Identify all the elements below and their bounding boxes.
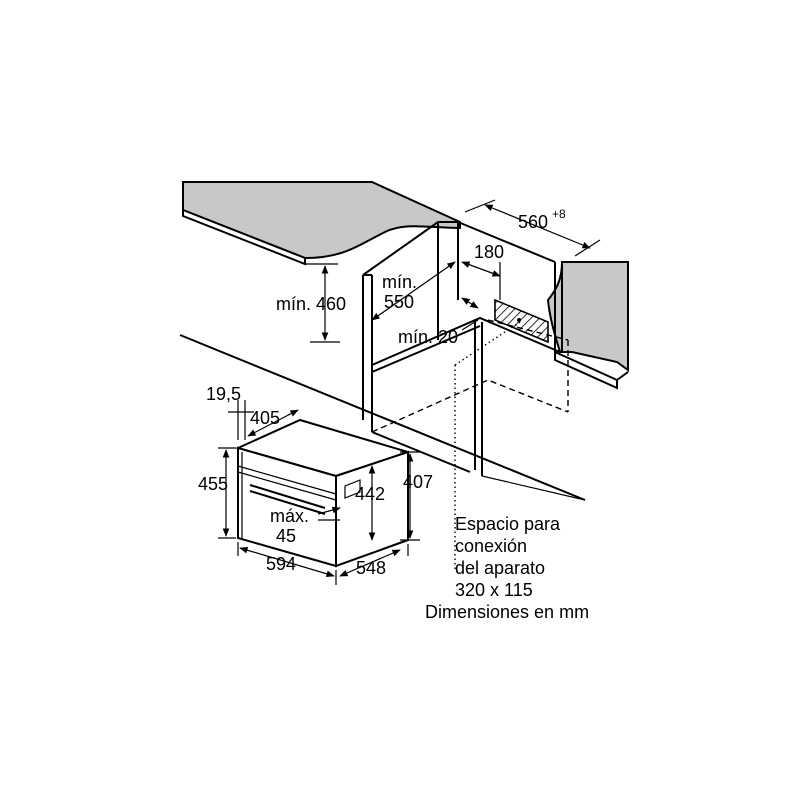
label-455: 455 — [198, 474, 228, 494]
dim-548 — [339, 544, 409, 577]
label-max-45-line2: 45 — [276, 526, 296, 546]
label-min-550-line1: mín. — [382, 272, 417, 292]
dim-min-20 — [461, 297, 479, 331]
label-min-460: mín. 460 — [276, 294, 346, 314]
label-560-tolerance: +8 — [552, 207, 566, 221]
label-442: 442 — [355, 484, 385, 504]
label-max-45-line1: máx. — [270, 506, 309, 526]
dim-405 — [247, 409, 299, 437]
dim-560 — [464, 199, 601, 257]
countertop-left — [182, 181, 461, 266]
dim-min-550 — [371, 261, 456, 321]
label-407: 407 — [403, 472, 433, 492]
label-594: 594 — [266, 554, 296, 574]
label-560: 560 — [518, 212, 548, 232]
label-405: 405 — [250, 408, 280, 428]
label-19-5: 19,5 — [206, 384, 241, 404]
label-548: 548 — [356, 558, 386, 578]
connection-space — [454, 298, 549, 570]
note-connection-line2: conexión — [455, 536, 527, 556]
note-connection-line4: 320 x 115 — [455, 580, 533, 600]
dim-407 — [400, 451, 420, 541]
label-180: 180 — [474, 242, 504, 262]
label-min-550-line2: 550 — [384, 292, 414, 312]
dim-max-45 — [317, 506, 341, 521]
note-connection-line1: Espacio para — [455, 514, 561, 534]
label-min-20: mín. 20 — [398, 327, 458, 347]
dim-min-460 — [305, 263, 340, 343]
dim-594 — [237, 542, 337, 585]
note-units: Dimensiones en mm — [425, 602, 589, 622]
countertop-right — [546, 261, 629, 390]
dim-180 — [461, 261, 501, 300]
dim-455 — [218, 447, 236, 539]
note-connection-line3: del aparato — [455, 558, 545, 578]
